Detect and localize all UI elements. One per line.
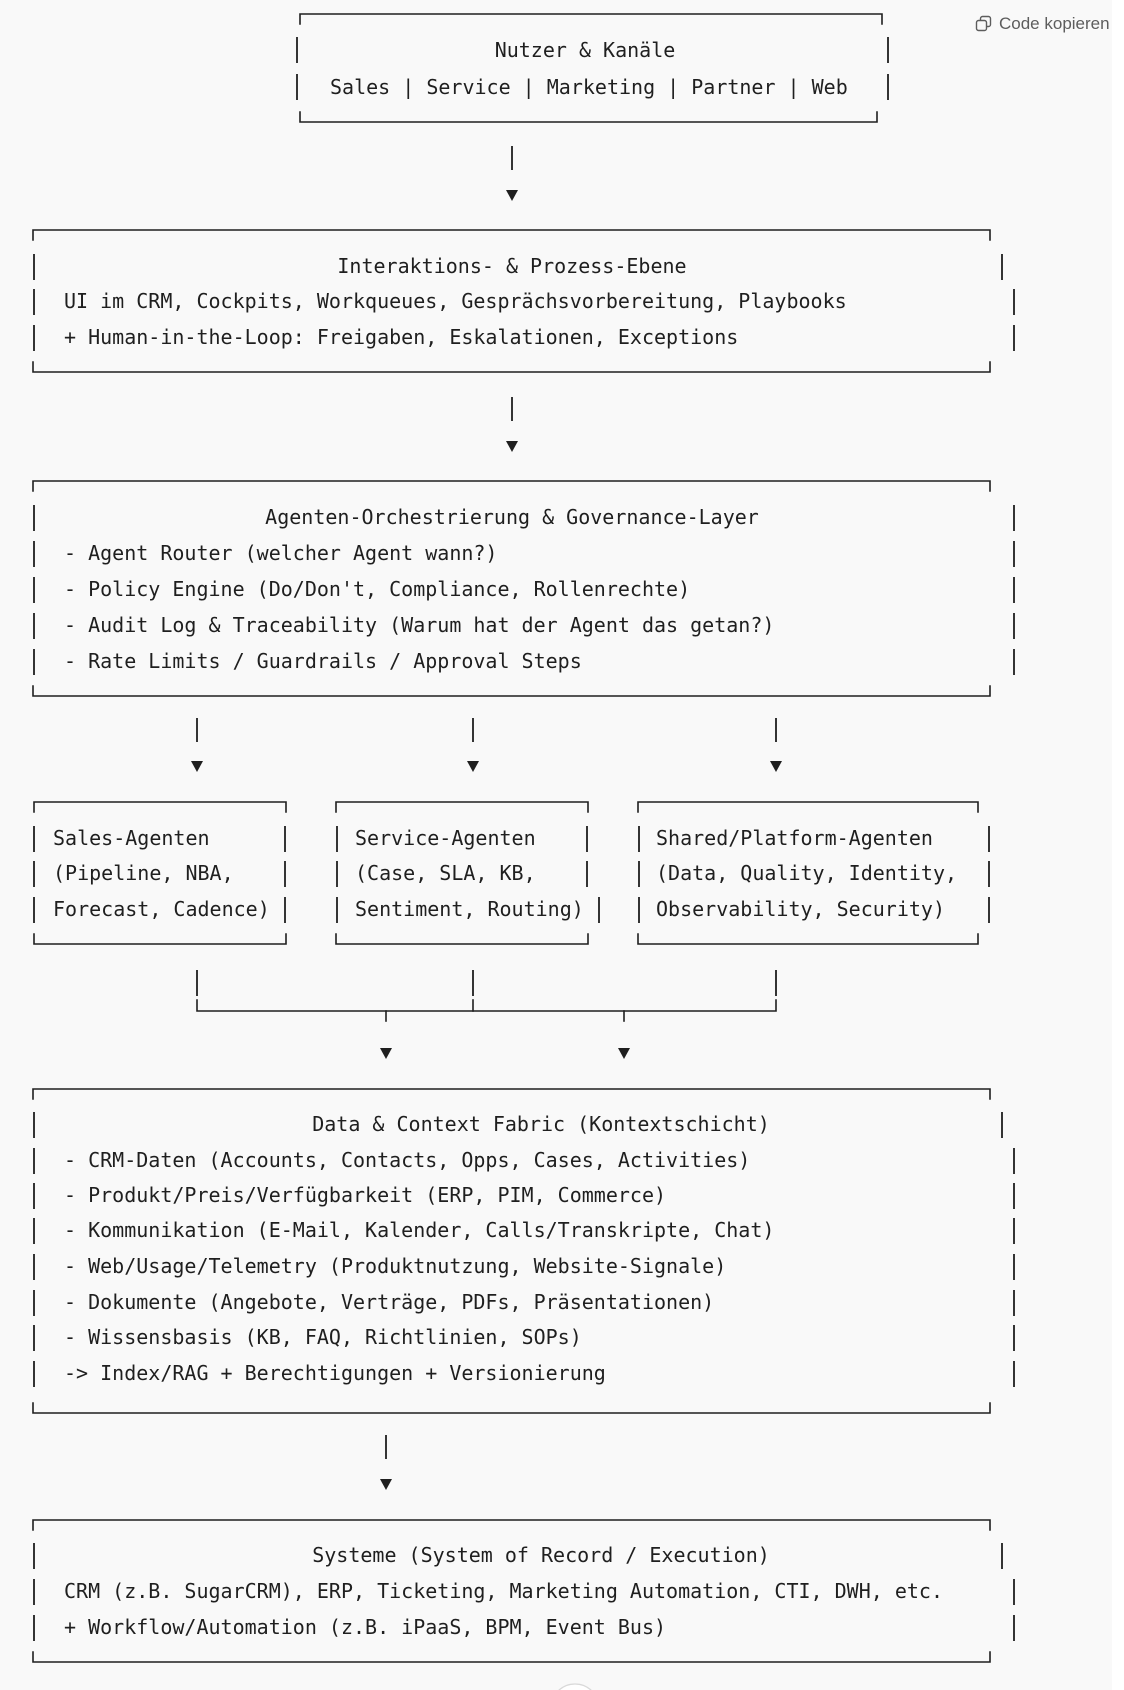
flow-arrow xyxy=(770,718,782,772)
box-frame xyxy=(33,801,287,813)
flow-arrow xyxy=(506,146,518,201)
copy-icon xyxy=(975,15,992,32)
service-agents-line: Service-Agenten xyxy=(355,826,536,850)
interaction-line: UI im CRM, Cockpits, Workqueues, Gespräc… xyxy=(64,289,847,313)
systems-line: + Workflow/Automation (z.B. iPaaS, BPM, … xyxy=(64,1615,666,1639)
sales-agents-box: Sales-Agenten (Pipeline, NBA, Forecast, … xyxy=(33,801,287,945)
copy-code-label: Code kopieren xyxy=(999,14,1110,33)
systems-line: CRM (z.B. SugarCRM), ERP, Ticketing, Mar… xyxy=(64,1579,943,1603)
sales-agents-line: Forecast, Cadence) xyxy=(53,897,270,921)
data-fabric-title: Data & Context Fabric (Kontextschicht) xyxy=(312,1112,770,1136)
box-frame xyxy=(335,933,589,945)
data-fabric-line: - CRM-Daten (Accounts, Contacts, Opps, C… xyxy=(64,1148,750,1172)
orchestration-line: - Rate Limits / Guardrails / Approval St… xyxy=(64,649,582,673)
box-frame xyxy=(299,13,883,25)
box-frame xyxy=(32,1651,991,1663)
data-fabric-line: - Wissensbasis (KB, FAQ, Richtlinien, SO… xyxy=(64,1325,582,1349)
data-fabric-line: - Web/Usage/Telemetry (Produktnutzung, W… xyxy=(64,1254,726,1278)
flow-arrow xyxy=(191,718,203,772)
scroll-down-button[interactable] xyxy=(551,1683,599,1690)
flow-arrow xyxy=(467,718,479,772)
systems-title: Systeme (System of Record / Execution) xyxy=(312,1543,770,1567)
data-fabric-line: - Dokumente (Angebote, Verträge, PDFs, P… xyxy=(64,1290,714,1314)
copy-code-button[interactable]: Code kopieren xyxy=(975,14,1112,34)
platform-agents-line: Observability, Security) xyxy=(656,897,945,921)
service-agents-line: Sentiment, Routing) xyxy=(355,897,584,921)
box-frame xyxy=(33,933,287,945)
box-frame xyxy=(32,361,991,373)
box-frame xyxy=(32,1519,991,1531)
merge-connector xyxy=(196,970,777,1059)
platform-agents-box: Shared/Platform-Agenten (Data, Quality, … xyxy=(637,801,990,945)
box-frame xyxy=(299,111,878,123)
orchestration-layer-box: Agenten-Orchestrierung & Governance-Laye… xyxy=(32,480,1015,697)
box-frame xyxy=(335,801,589,813)
box-frame xyxy=(32,1088,991,1100)
box-frame xyxy=(637,801,979,813)
service-agents-box: Service-Agenten (Case, SLA, KB, Sentimen… xyxy=(335,801,600,945)
sales-agents-line: Sales-Agenten xyxy=(53,826,210,850)
users-channels-box: Nutzer & Kanäle Sales | Service | Market… xyxy=(296,13,889,123)
data-fabric-line: - Produkt/Preis/Verfügbarkeit (ERP, PIM,… xyxy=(64,1183,666,1207)
systems-box: Systeme (System of Record / Execution) C… xyxy=(32,1519,1015,1663)
box-frame xyxy=(32,480,991,492)
box-frame xyxy=(637,933,979,945)
box-frame xyxy=(32,685,991,697)
users-title: Nutzer & Kanäle xyxy=(495,38,676,62)
data-fabric-box: Data & Context Fabric (Kontextschicht) -… xyxy=(32,1088,1015,1414)
data-fabric-line: -> Index/RAG + Berechtigungen + Versioni… xyxy=(64,1361,606,1385)
interaction-line: + Human-in-the-Loop: Freigaben, Eskalati… xyxy=(64,325,738,349)
interaction-layer-box: Interaktions- & Prozess-Ebene UI im CRM,… xyxy=(32,229,1015,373)
orchestration-line: - Policy Engine (Do/Don't, Compliance, R… xyxy=(64,577,690,601)
service-agents-line: (Case, SLA, KB, xyxy=(355,861,536,885)
box-frame xyxy=(32,1402,991,1414)
data-fabric-line: - Kommunikation (E-Mail, Kalender, Calls… xyxy=(64,1218,774,1242)
flow-arrow xyxy=(380,1435,392,1490)
orchestration-line: - Audit Log & Traceability (Warum hat de… xyxy=(64,613,774,637)
orchestration-title: Agenten-Orchestrierung & Governance-Laye… xyxy=(265,505,759,529)
box-frame xyxy=(32,229,991,241)
orchestration-line: - Agent Router (welcher Agent wann?) xyxy=(64,541,497,565)
platform-agents-line: Shared/Platform-Agenten xyxy=(656,826,933,850)
sales-agents-line: (Pipeline, NBA, xyxy=(53,861,234,885)
flow-arrow xyxy=(506,397,518,452)
platform-agents-line: (Data, Quality, Identity, xyxy=(656,861,957,885)
interaction-title: Interaktions- & Prozess-Ebene xyxy=(337,254,686,278)
users-channels: Sales | Service | Marketing | Partner | … xyxy=(330,75,848,99)
